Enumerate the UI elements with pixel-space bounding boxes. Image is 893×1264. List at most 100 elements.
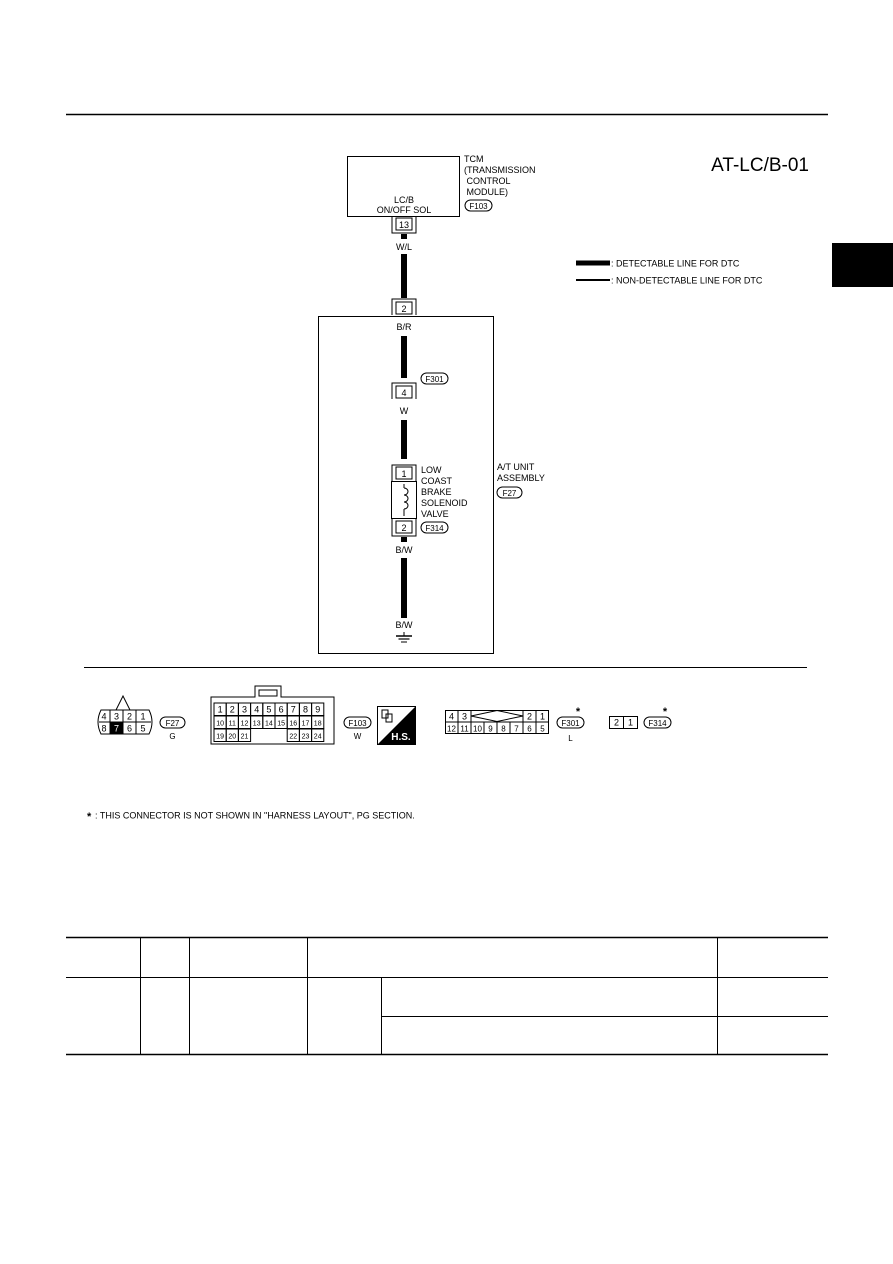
solenoid-top-terminal: 1 bbox=[401, 469, 406, 479]
f103-pin: 12 bbox=[241, 721, 249, 728]
f301-tag bbox=[556, 716, 585, 729]
section-tab bbox=[832, 243, 893, 287]
footnote-text: : THIS CONNECTOR IS NOT SHOWN IN "HARNES… bbox=[95, 811, 415, 821]
at-unit-label-1: A/T UNIT bbox=[497, 462, 535, 472]
f103-pin: 10 bbox=[216, 721, 224, 728]
at-unit-connector-id: F27 bbox=[503, 489, 517, 498]
f301-pin: 12 bbox=[447, 725, 456, 734]
f103-pin: 1 bbox=[218, 705, 223, 715]
legend-non-detectable-text: : NON-DETECTABLE LINE FOR DTC bbox=[611, 276, 763, 286]
f301-pin: 8 bbox=[501, 725, 506, 734]
tcm-terminal-number: 13 bbox=[399, 220, 409, 230]
wire-color-bw-1: B/W bbox=[396, 545, 414, 555]
tcm-label-3: CONTROL bbox=[464, 176, 511, 186]
f103-pin: 18 bbox=[314, 721, 322, 728]
f27-tag bbox=[159, 716, 186, 729]
f103-pin: 7 bbox=[291, 705, 296, 715]
f301-star: * bbox=[576, 706, 581, 718]
footnote-star: * bbox=[87, 811, 92, 823]
connector-f314-face bbox=[609, 716, 638, 729]
at-unit-label-2: ASSEMBLY bbox=[497, 473, 545, 483]
f103-pin-cell bbox=[237, 728, 252, 742]
f301-pin: 7 bbox=[514, 725, 519, 734]
f314-tag bbox=[643, 716, 672, 729]
f103-pin: 2 bbox=[230, 705, 235, 715]
f301-terminal-bracket bbox=[391, 382, 417, 399]
solenoid-top-pin bbox=[395, 466, 413, 480]
f103-pin: 13 bbox=[253, 721, 261, 728]
f301-terminal-number: 4 bbox=[401, 388, 406, 398]
f103-color: W bbox=[354, 732, 362, 741]
at-unit-connector-tag bbox=[496, 486, 523, 499]
f301-pin: 5 bbox=[540, 725, 545, 734]
f103-pin: 16 bbox=[289, 721, 297, 728]
tcm-box bbox=[347, 156, 460, 217]
f314-connector-id: F314 bbox=[425, 524, 444, 533]
f103-pin: 11 bbox=[229, 721, 236, 728]
f103-pin: 4 bbox=[254, 705, 259, 715]
f301-connector-tag bbox=[420, 372, 449, 385]
solenoid-label-4: SOLENOID bbox=[421, 498, 468, 508]
f301-connector-id: F301 bbox=[425, 375, 444, 384]
diagram-id: AT-LC/B-01 bbox=[711, 155, 809, 176]
tcm-label-4: MODULE) bbox=[464, 187, 508, 197]
f314-star: * bbox=[663, 706, 668, 718]
f301-pin: 9 bbox=[488, 725, 493, 734]
tcm-label-1: TCM bbox=[464, 154, 484, 164]
f301-pin: 4 bbox=[449, 712, 454, 722]
solenoid-label-2: COAST bbox=[421, 476, 453, 486]
solenoid-bottom-terminal: 2 bbox=[401, 523, 406, 533]
f103-pin: 23 bbox=[302, 734, 310, 741]
f27-pin: 5 bbox=[140, 724, 145, 734]
f103-pin: 14 bbox=[265, 721, 273, 728]
f103-pin: 8 bbox=[303, 705, 308, 715]
tcm-connector-tag bbox=[464, 199, 493, 212]
f103-pin: 15 bbox=[277, 721, 285, 728]
f301-pin: 10 bbox=[473, 725, 482, 734]
f314-tag-id: F314 bbox=[648, 719, 667, 728]
connector-f103-face bbox=[210, 685, 335, 745]
f301-pin: 11 bbox=[460, 725, 469, 734]
junction-terminal-pin bbox=[395, 301, 413, 315]
solenoid-label-1: LOW bbox=[421, 465, 442, 475]
f314-connector-tag bbox=[420, 521, 449, 534]
tcm-terminal-bracket bbox=[391, 217, 417, 234]
f103-tag bbox=[343, 716, 372, 729]
f103-pin: 3 bbox=[242, 705, 247, 715]
f103-pin: 24 bbox=[314, 734, 322, 741]
connector-f301-face bbox=[445, 709, 549, 734]
junction-terminal-number: 2 bbox=[401, 304, 406, 314]
solenoid-body bbox=[391, 481, 417, 519]
f301-color: L bbox=[568, 734, 573, 743]
tcm-connector-id: F103 bbox=[469, 202, 488, 211]
legend-detectable-text: : DETECTABLE LINE FOR DTC bbox=[611, 259, 740, 269]
f103-pin: 21 bbox=[241, 734, 249, 741]
solenoid-label-5: VALVE bbox=[421, 509, 449, 519]
f103-pin: 5 bbox=[266, 705, 271, 715]
wire-color-wl: W/L bbox=[396, 242, 412, 252]
f27-pin: 7 bbox=[114, 724, 119, 734]
f103-pin: 17 bbox=[302, 721, 310, 728]
at-unit-box bbox=[318, 316, 494, 654]
terminal-table bbox=[66, 936, 828, 1056]
f27-pin: 2 bbox=[127, 712, 132, 722]
f103-pin: 9 bbox=[315, 705, 320, 715]
tcm-terminal-name-1: LC/B bbox=[394, 195, 414, 205]
f103-pin: 20 bbox=[228, 734, 236, 741]
f27-tag-id: F27 bbox=[166, 719, 180, 728]
tcm-terminal-pin bbox=[395, 217, 413, 231]
solenoid-bottom-pin bbox=[395, 520, 413, 534]
wire-color-br: B/R bbox=[396, 322, 412, 332]
ground-icon bbox=[396, 635, 412, 643]
f103-pin: 19 bbox=[216, 734, 224, 741]
f301-terminal-pin bbox=[395, 385, 413, 399]
wire-color-bw-2: B/W bbox=[396, 620, 414, 630]
solenoid-bottom-bracket bbox=[391, 519, 417, 537]
hs-badge-icon: H.S. bbox=[377, 706, 416, 745]
f301-tag-id: F301 bbox=[561, 719, 580, 728]
tcm-label-2: (TRANSMISSION bbox=[464, 165, 536, 175]
wire-color-w: W bbox=[400, 406, 409, 416]
solenoid-top-bracket bbox=[391, 464, 417, 481]
